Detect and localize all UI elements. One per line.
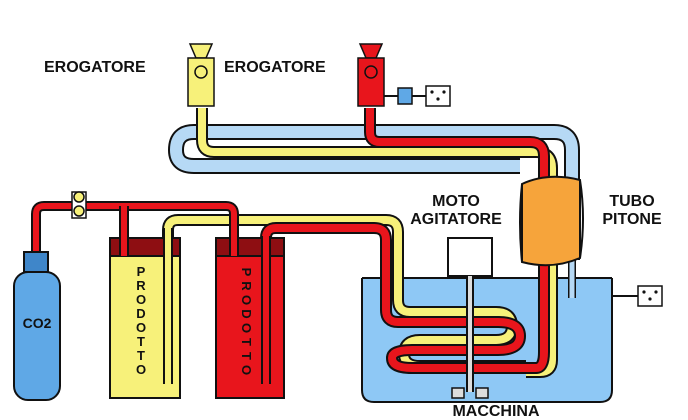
prodotto-letter: O <box>239 323 254 333</box>
dispenser-tap-icon <box>357 43 426 107</box>
prodotto-letter: O <box>239 365 254 375</box>
prodotto-letter: O <box>136 292 146 307</box>
red-product-line <box>260 108 550 380</box>
stirrer-motor-icon <box>447 237 493 399</box>
product-tank-red <box>215 237 285 399</box>
prodotto-letter: D <box>239 309 254 318</box>
prodotto-letter: P <box>239 268 254 277</box>
prodotto-letter: O <box>136 362 146 377</box>
co2-label: CO2 <box>23 315 52 331</box>
power-socket-icon <box>612 285 663 307</box>
prodotto-letter: T <box>137 334 145 349</box>
prodotto-letter: P <box>137 264 146 279</box>
dispenser-tap-icon <box>187 43 215 107</box>
prodotto-letter: O <box>136 320 146 335</box>
blue-return-pipe <box>168 124 580 298</box>
agitatore-label: AGITATORE <box>410 211 502 228</box>
pressure-gauge-icon <box>71 191 87 219</box>
co2-cylinder-icon: CO2 <box>13 251 61 401</box>
tubo-label: TUBO <box>609 193 654 210</box>
power-socket-icon <box>425 85 451 107</box>
prodotto-letter: R <box>239 281 254 291</box>
pitone-label: PITONE <box>602 211 662 228</box>
prodotto-letter: D <box>136 306 145 321</box>
prodotto-letter: R <box>136 278 146 293</box>
prodotto-letter: O <box>239 295 254 305</box>
moto-label: MOTO <box>432 193 480 210</box>
erogatore-label-2: EROGATORE <box>224 59 326 76</box>
python-tube <box>519 175 584 267</box>
prodotto-letter: T <box>239 352 254 360</box>
prodotto-letter: T <box>137 348 145 363</box>
prodotto-letter: T <box>239 338 254 346</box>
macchina-label: MACCHINA <box>452 403 540 420</box>
erogatore-label-1: EROGATORE <box>44 59 146 76</box>
